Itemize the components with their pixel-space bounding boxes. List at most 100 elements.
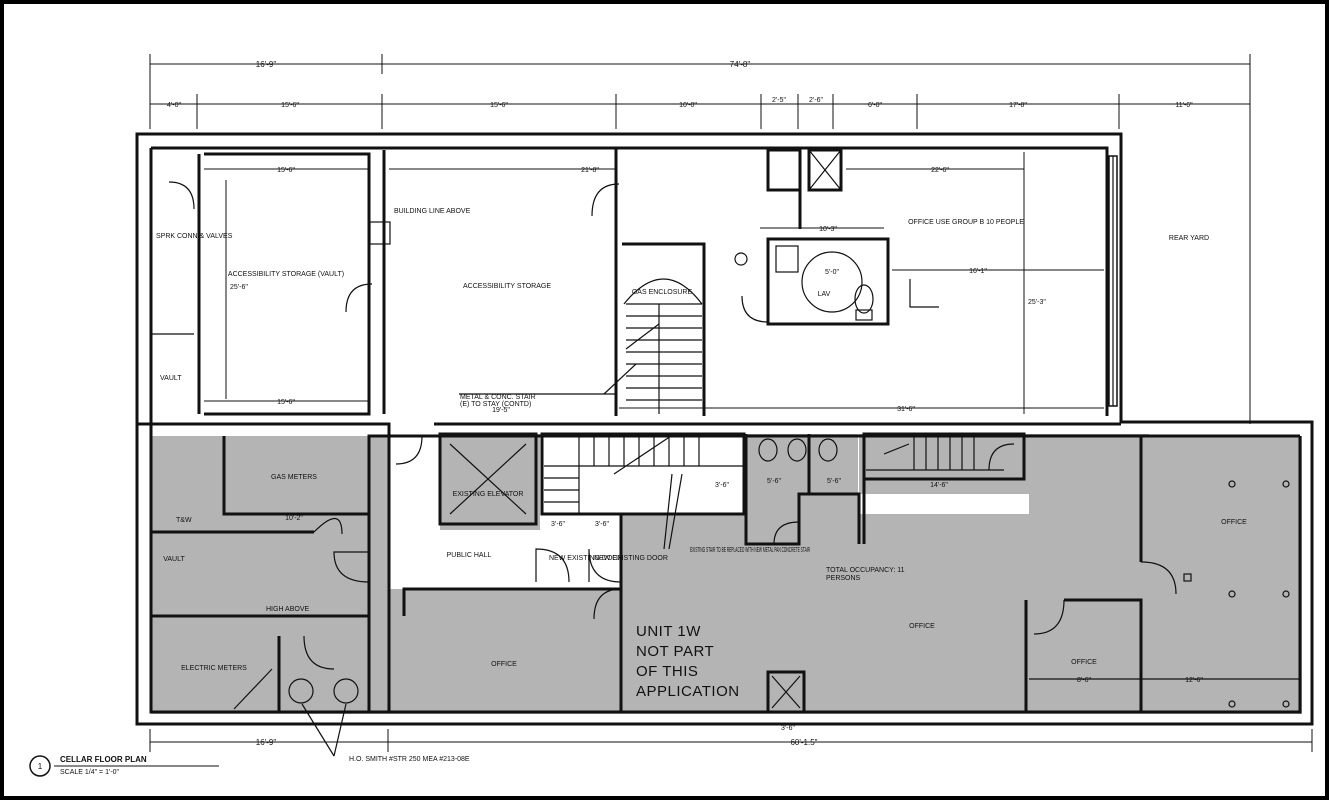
dim-lav-circle: 5'-0"	[825, 269, 839, 276]
label-gas-enclosure: GAS ENCLOSURE	[632, 289, 693, 296]
label-office-top: OFFICE USE GROUP B 10 PEOPLE	[908, 219, 1024, 226]
dim-office-bottom: 31'-6"	[897, 406, 915, 413]
label-office-a: OFFICE	[491, 661, 517, 668]
label-vault-bottom: VAULT	[163, 556, 185, 563]
unit-note-line-4: APPLICATION	[636, 683, 740, 700]
label-storage: ACCESSIBILITY STORAGE	[463, 283, 551, 290]
label-door-left: NEW EXISTING DOOR	[549, 555, 623, 562]
dim-bottom-left: 16'-9"	[256, 738, 277, 747]
elevator-shaft	[438, 432, 538, 526]
exterior-walls	[135, 132, 1314, 726]
label-vault-top: VAULT	[160, 375, 182, 382]
title-number: 1	[38, 762, 43, 771]
dim-hall-a: 3'-6"	[551, 521, 565, 528]
dim-storage-top: 21'-8"	[581, 167, 599, 174]
dim-stair-right: 14'-6"	[930, 482, 948, 489]
callout-high-above: HIGH ABOVE	[266, 606, 310, 613]
stair-right	[862, 432, 1026, 481]
label-office-d: OFFICE	[1221, 519, 1247, 526]
dim-hall-b: 3'-6"	[595, 521, 609, 528]
dim-seg-1: 4'-0"	[167, 102, 181, 109]
unit-note-line-3: OF THIS	[636, 663, 698, 680]
dim-vent: 3'-6"	[781, 725, 795, 732]
dim-seg-8: 17'-8"	[1009, 102, 1027, 109]
label-office-c: OFFICE	[1071, 659, 1097, 666]
callout-stair-sub: (E) TO STAY (CONTD)	[460, 401, 531, 408]
callout-existing-stair: EXISTING STAIR TO BE REPLACED WITH NEW M…	[690, 547, 810, 554]
dim-office-bottom-a: 8'-6"	[1077, 677, 1091, 684]
dim-overall-left: 16'-9"	[256, 60, 277, 69]
dim-seg-9: 11'-6"	[1175, 102, 1193, 109]
hvac-shaft-a	[766, 148, 802, 192]
label-door-right: NEW EXISTING DOOR	[594, 555, 668, 562]
dim-seg-2: 15'-6"	[281, 102, 299, 109]
title-text: CELLAR FLOOR PLAN	[60, 755, 147, 764]
stair-lower	[540, 432, 746, 516]
hvac-shaft-b	[807, 148, 843, 192]
stair-upper	[622, 242, 706, 416]
label-gas-meters: GAS METERS	[271, 474, 317, 481]
unit-note-line-1: UNIT 1W	[636, 623, 701, 640]
shade-toilets	[746, 434, 858, 544]
callout-total-occupancy: TOTAL OCCUPANCY: 11	[826, 567, 905, 574]
lav-block	[734, 237, 890, 326]
bottom-dimensions: 16'-9" 60'-1.5"	[149, 729, 1313, 752]
dim-office-height: 25'-3"	[1028, 299, 1046, 306]
cellar-floor-plan: 16'-9" 74'-8" 4'-0" 15'-6" 15'-6" 10'-0"…	[29, 54, 1314, 777]
dim-office-mid: 16'-1"	[969, 268, 987, 275]
shade-stair-right	[859, 434, 1029, 494]
callout-building-line: BUILDING LINE ABOVE	[394, 208, 471, 215]
dim-stair: 3'-6"	[715, 482, 729, 489]
callout-total-occ-sub: PERSONS	[826, 575, 861, 582]
title-number-circle	[29, 755, 51, 777]
shade-office-left	[389, 589, 621, 714]
unit-note-line-2: NOT PART	[636, 643, 714, 660]
lower-partitions	[137, 363, 1300, 757]
windows-right	[1108, 155, 1118, 407]
stair-treads	[626, 315, 702, 401]
dim-overall-right: 74'-8"	[730, 60, 751, 69]
dim-seg-3: 15'-6"	[490, 102, 508, 109]
dim-storage-vault-bottom: 15'-6"	[277, 399, 295, 406]
top-dimensions: 16'-9" 74'-8" 4'-0" 15'-6" 15'-6" 10'-0"…	[149, 54, 1251, 424]
dim-seg-7: 6'-0"	[868, 102, 882, 109]
dim-storage-vault-height: 25'-6"	[230, 284, 248, 291]
dim-seg-4: 10'-0"	[679, 102, 697, 109]
columns	[1183, 480, 1290, 708]
label-storage-vault: ACCESSIBILITY STORAGE (VAULT)	[228, 271, 344, 278]
upper-partitions	[151, 148, 1104, 416]
title-scale: SCALE 1/4" = 1'-0"	[60, 769, 120, 776]
dim-gas-meters: 10'-2"	[285, 515, 303, 522]
unit-note: UNIT 1W NOT PART OF THIS APPLICATION	[636, 623, 740, 700]
label-electric-meters: ELECTRIC METERS	[181, 665, 247, 672]
room-labels: SPRK CONN & VALVES VAULT ACCESSIBILITY S…	[156, 219, 1247, 672]
dim-lav-width: 10'-3"	[819, 226, 837, 233]
dim-wc-b: 5'-6"	[827, 478, 841, 485]
dim-wc-a: 5'-6"	[767, 478, 781, 485]
title-block: 1 CELLAR FLOOR PLAN SCALE 1/4" = 1'-0"	[29, 755, 219, 777]
shade-meters-block	[151, 436, 389, 714]
vent-shaft	[766, 670, 806, 714]
shade-office-right	[1147, 436, 1302, 714]
dim-stair-bottom: 19'-5"	[492, 407, 510, 414]
shade-office-main	[621, 514, 1147, 714]
callout-stair-note: METAL & CONC. STAIR	[460, 394, 536, 401]
toilets	[744, 434, 861, 546]
label-public-hall: PUBLIC HALL	[447, 552, 492, 559]
dim-storage-vault-width: 15'-6"	[277, 167, 295, 174]
shaded-areas	[151, 434, 1302, 714]
dim-office-bottom-b: 12'-6"	[1185, 677, 1203, 684]
label-sprinkler: SPRK CONN & VALVES	[156, 233, 233, 240]
interior-dimension-labels: 15'-6" 25'-6" 15'-6" 21'-8" 22'-6" 10'-3…	[230, 167, 1203, 732]
label-rear-yard: REAR YARD	[1169, 235, 1209, 242]
dim-bottom-right: 60'-1.5"	[790, 738, 817, 747]
label-elevator: EXISTING ELEVATOR	[453, 491, 524, 498]
dim-office-top-width: 22'-6"	[931, 167, 949, 174]
callout-twf: T&W	[176, 517, 192, 524]
shade-office-upper	[1029, 434, 1149, 524]
top-dim-ticks	[196, 94, 1120, 129]
callouts: BUILDING LINE ABOVE METAL & CONC. STAIR …	[176, 208, 905, 763]
label-lav: LAV	[818, 291, 831, 298]
dim-seg-5: 2'-5"	[772, 97, 786, 104]
